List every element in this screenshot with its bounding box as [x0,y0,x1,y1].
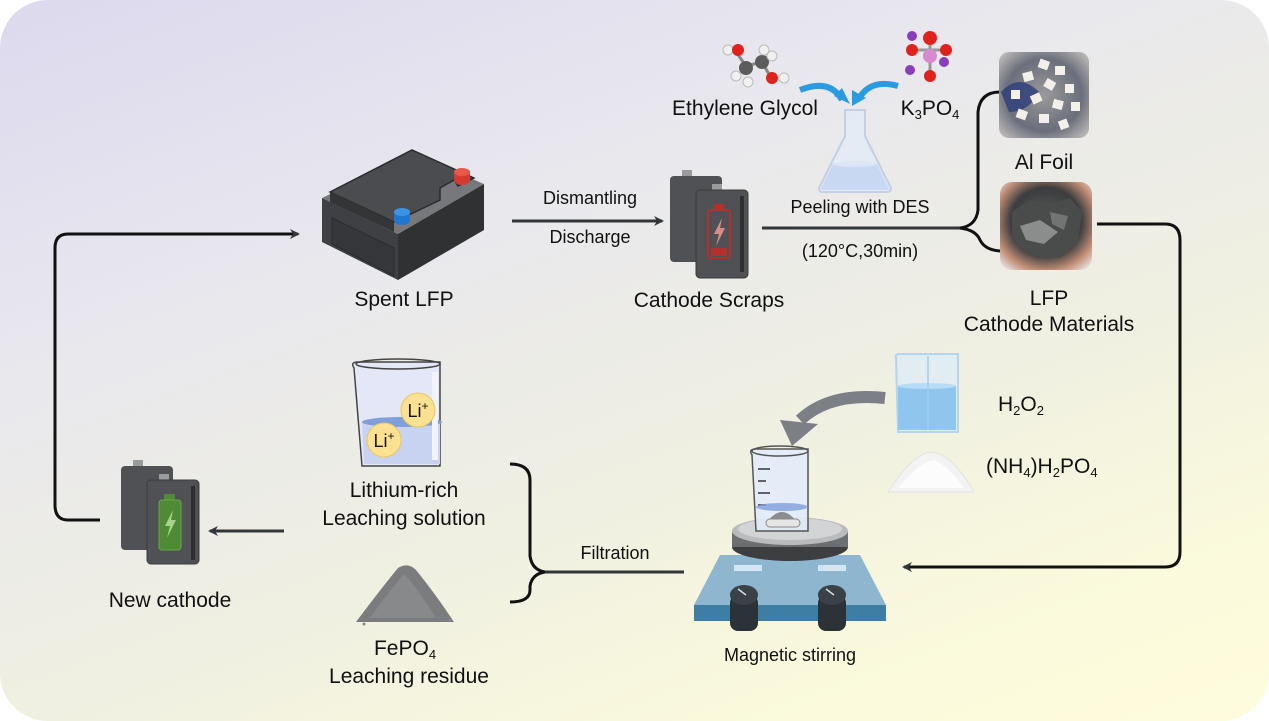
nh4h2po4-part1: (NH [986,455,1024,478]
h2o2-beaker-icon [894,353,959,433]
filtration-label: Filtration [580,543,650,563]
blue-arrowhead-left [834,88,850,104]
nh4h2po4-sub3: 4 [1090,465,1098,480]
k3po4-sub2: 4 [952,107,960,122]
fepo4-sub: 4 [428,647,437,662]
nh4h2po4-sub2: 2 [1052,465,1060,480]
fepo4-main: FePO [373,637,429,660]
spent-battery-cell-icon [670,170,749,279]
magnetic-stirrer-icon [694,445,886,631]
nh4h2po4-part3: PO [1059,455,1091,478]
k3po4-po: PO [921,97,953,120]
h2o2-sub2: 2 [1036,403,1044,418]
fepo4-powder-pile-icon [356,565,454,626]
k3po4-label: K3PO4 [890,96,970,121]
gray-arrowhead [780,420,818,446]
li-ion-label-1: Li+ [400,400,436,422]
lithium-solution-label-line2: Leaching solution [322,507,486,530]
lfp-to-stirring-arrow [902,222,1182,572]
cathode-scraps-label: Cathode Scraps [633,289,785,312]
new-cathode-label: New cathode [108,589,232,612]
filtration-bracket [509,462,546,604]
lfp-label-line1: LFP [1029,287,1069,310]
li-ion-charge: + [421,399,429,413]
white-powder-pile-icon [887,451,975,493]
h2o2-label: H2O2 [986,392,1056,417]
lithium-solution-beaker-icon [351,358,442,467]
recycle-loop-arrow [53,229,300,522]
al-foil-photo [999,52,1089,138]
k3po4-k: K [900,97,915,120]
k3po4-sub1: 3 [914,107,922,122]
al-foil-label: Al Foil [1014,151,1074,174]
k3po4-molecule-icon [905,31,952,82]
car-battery-icon [322,149,484,280]
magnetic-stirring-label: Magnetic stirring [723,645,857,665]
fepo4-label: FePO4 [330,636,480,661]
lfp-label-line2: Cathode Materials [963,313,1135,336]
nh4h2po4-sub1: 4 [1023,465,1031,480]
peeling-split-bracket [959,90,1001,253]
blue-arrowhead-right [852,90,866,106]
nh4h2po4-label: (NH4)H2PO4 [986,454,1126,479]
li-ion-charge: + [387,429,395,443]
fepo4-label-line2: Leaching residue [329,665,489,688]
ethylene-glycol-label: Ethylene Glycol [672,97,818,120]
lithium-solution-label-line1: Lithium-rich [349,479,459,502]
h2o2-o: O [1020,393,1037,416]
discharge-label: Discharge [549,227,631,247]
lfp-cathode-photo [1000,182,1092,270]
new-battery-cell-icon [121,460,200,565]
dismantling-label: Dismantling [542,188,638,208]
nh4h2po4-part2: )H [1030,455,1053,478]
spent-lfp-label: Spent LFP [354,288,454,311]
h2o2-h: H [998,393,1014,416]
li-ion-symbol: Li [373,431,388,451]
gray-pour-arrow [795,390,886,425]
li-ion-symbol: Li [407,401,422,421]
erlenmeyer-flask-icon [817,109,893,193]
ethylene-glycol-molecule-icon [722,44,790,88]
peeling-condition-label: (120°C,30min) [801,241,919,261]
h2o2-sub1: 2 [1013,403,1021,418]
peeling-label: Peeling with DES [790,197,930,217]
li-ion-label-2: Li+ [366,430,402,452]
